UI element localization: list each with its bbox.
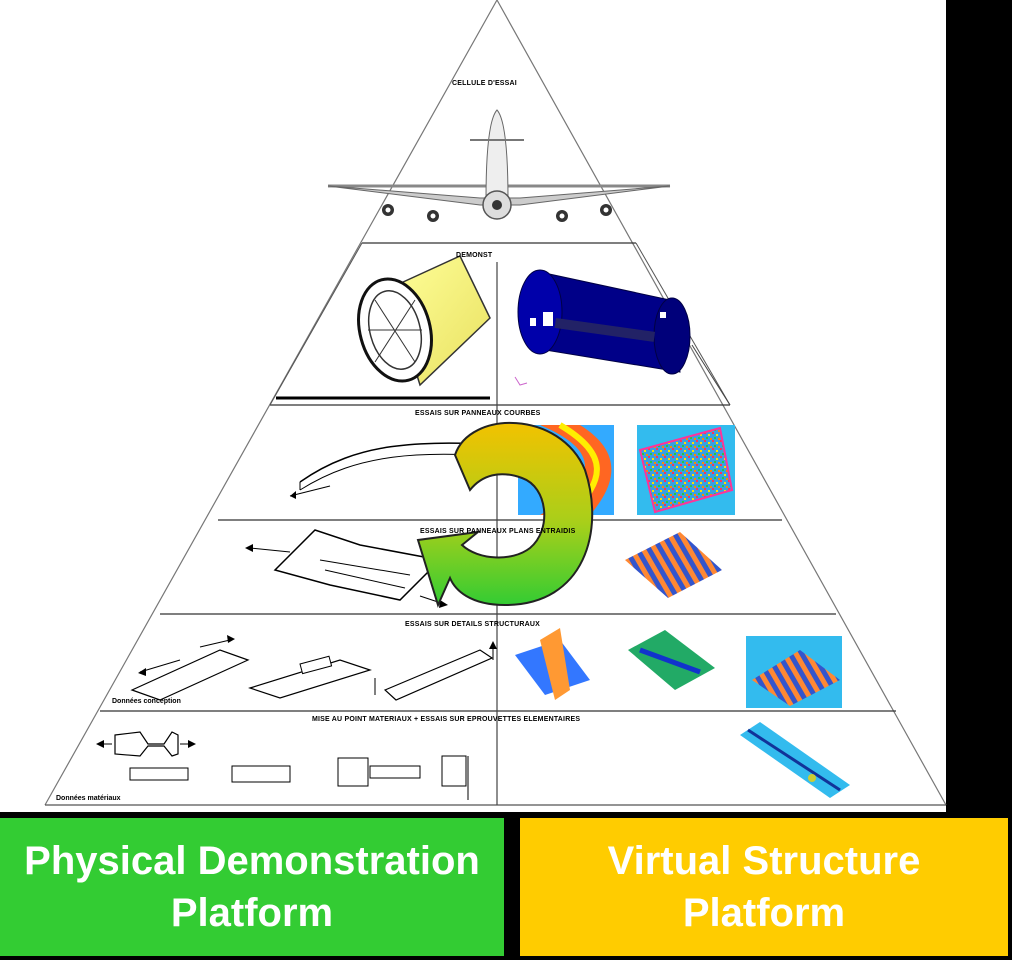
structural-detail-simulations — [515, 628, 842, 708]
curved-panel-simulation-2 — [637, 425, 735, 515]
tier-label-materiaux: MISE AU POINT MATERIAUX + ESSAIS SUR EPR… — [312, 716, 581, 723]
airplane-illustration — [327, 109, 671, 222]
tier-label-details: ESSAIS SUR DETAILS STRUCTURAUX — [405, 621, 540, 628]
virtual-structure-platform: Virtual Structure Platform — [520, 818, 1008, 956]
flat-panel-simulation — [625, 532, 722, 598]
fuselage-barrel-physical — [357, 255, 491, 387]
tier-label-demonst: DEMONST — [456, 252, 493, 259]
structural-detail-drawings — [130, 635, 497, 701]
tier-label-courbes: ESSAIS SUR PANNEAUX COURBES — [415, 410, 541, 417]
note-conception: Données conception — [112, 698, 181, 705]
cycle-arrow-icon — [416, 421, 594, 608]
pyramid — [0, 0, 947, 812]
virtual-platform-line2: Platform — [682, 891, 846, 935]
virtual-platform-line1: Virtual Structure — [607, 839, 921, 883]
note-materiaux: Données matériaux — [56, 795, 121, 802]
tier-label-plans: ESSAIS SUR PANNEAUX PLANS ENTRAIDIS — [420, 528, 576, 535]
physical-platform-line1: Physical Demonstration — [24, 839, 480, 883]
physical-platform-line2: Platform — [170, 891, 334, 935]
fuselage-barrel-virtual — [514, 269, 691, 386]
material-coupon-drawings — [96, 731, 469, 800]
tier-label-cellule: CELLULE D'ESSAI — [452, 80, 517, 87]
physical-demonstration-platform: Physical Demonstration Platform — [0, 818, 504, 956]
material-coupon-simulation — [740, 722, 850, 798]
